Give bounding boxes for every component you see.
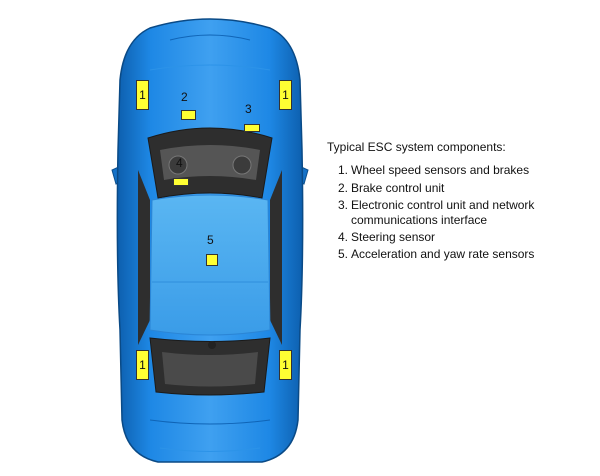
steering-sensor-marker xyxy=(173,178,189,186)
legend-item: 1. Wheel speed sensors and brakes xyxy=(327,163,587,177)
legend-list: 1. Wheel speed sensors and brakes 2. Bra… xyxy=(327,163,587,261)
legend-item-number: 2. xyxy=(338,181,348,195)
yaw-sensor-label: 5 xyxy=(207,234,214,246)
legend-item-text: Electronic control unit and network comm… xyxy=(351,198,534,226)
yaw-sensor-marker xyxy=(206,254,218,266)
wheel-sensor-front-left-marker: 1 xyxy=(136,80,149,110)
legend-item-number: 4. xyxy=(338,230,348,244)
legend-item: 5. Acceleration and yaw rate sensors xyxy=(327,247,587,261)
brake-control-marker xyxy=(181,110,196,120)
legend-item-text: Wheel speed sensors and brakes xyxy=(351,163,529,177)
legend-item: 2. Brake control unit xyxy=(327,181,587,195)
legend-item: 3. Electronic control unit and network c… xyxy=(327,198,587,227)
ecu-label: 3 xyxy=(245,103,252,115)
brake-control-label: 2 xyxy=(181,91,188,103)
steering-sensor-label: 4 xyxy=(176,157,183,169)
wheel-sensor-rear-left-marker: 1 xyxy=(136,350,149,380)
ecu-marker xyxy=(244,124,260,132)
components-legend: Typical ESC system components: 1. Wheel … xyxy=(327,140,587,265)
legend-item-number: 3. xyxy=(338,198,348,212)
legend-item-text: Steering sensor xyxy=(351,230,435,244)
legend-item-text: Acceleration and yaw rate sensors xyxy=(351,247,534,261)
wheel-sensor-front-right-marker: 1 xyxy=(279,80,292,110)
wheel-sensor-rear-right-marker: 1 xyxy=(279,350,292,380)
legend-title: Typical ESC system components: xyxy=(327,140,587,154)
legend-item-text: Brake control unit xyxy=(351,181,444,195)
legend-item-number: 5. xyxy=(338,247,348,261)
legend-item-number: 1. xyxy=(338,163,348,177)
legend-item: 4. Steering sensor xyxy=(327,230,587,244)
